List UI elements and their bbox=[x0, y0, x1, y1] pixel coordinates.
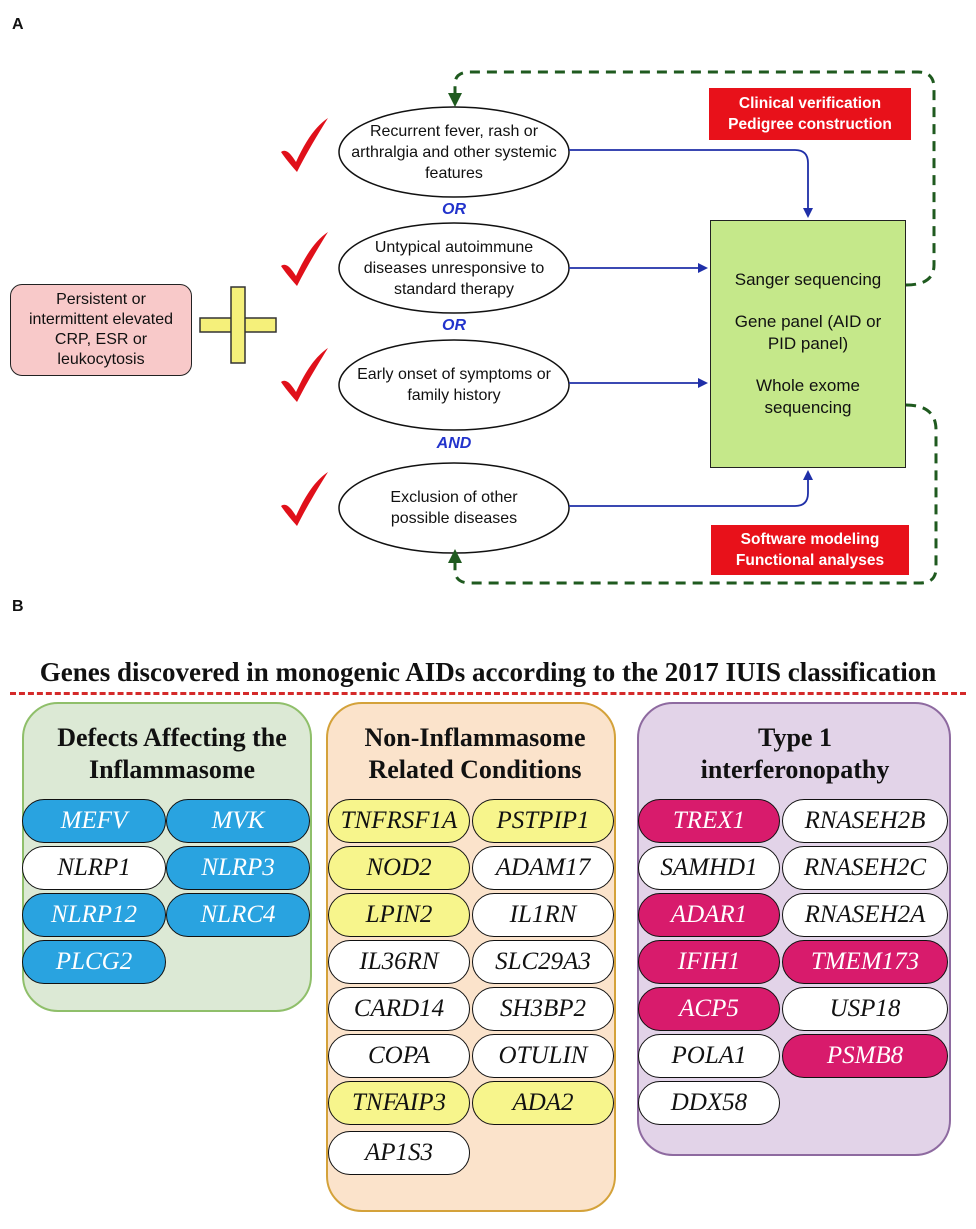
panel-b-label: B bbox=[12, 598, 24, 615]
category-title-non-inflammasome: Non-Inflammasome Related Conditions bbox=[364, 723, 586, 784]
verification-tag: Clinical verification Pedigree construct… bbox=[709, 88, 911, 140]
flowchart-graphics bbox=[199, 70, 938, 585]
criteria-text: Persistent or intermittent elevated CRP,… bbox=[28, 291, 174, 368]
category-title-interferonopathy: Type 1 interferonopathy bbox=[700, 723, 890, 784]
feature-text-2: Untypical autoimmune diseases unresponsi… bbox=[363, 238, 545, 298]
gene-panel-text: Gene panel (AID or PID panel) bbox=[734, 312, 882, 353]
gene-pill: ACP5 bbox=[638, 987, 780, 1031]
gene-pill: PSMB8 bbox=[782, 1034, 948, 1078]
gene-pill: COPA bbox=[328, 1034, 470, 1078]
gene-pill: NLRP3 bbox=[166, 846, 310, 890]
gene-pill: NLRC4 bbox=[166, 893, 310, 937]
gene-pill: SH3BP2 bbox=[472, 987, 614, 1031]
feedback-loop-bottom bbox=[448, 403, 938, 585]
verification-line-2: Pedigree construction bbox=[728, 116, 892, 133]
gene-pill: IL36RN bbox=[328, 940, 470, 984]
gene-pill: RNASEH2C bbox=[782, 846, 948, 890]
gene-pill: RNASEH2A bbox=[782, 893, 948, 937]
modeling-tag: Software modeling Functional analyses bbox=[711, 525, 909, 575]
verification-line-1: Clinical verification bbox=[738, 95, 882, 112]
arrow-1 bbox=[569, 149, 813, 218]
gene-pill: TNFRSF1A bbox=[328, 799, 470, 843]
criteria-box: Persistent or intermittent elevated CRP,… bbox=[10, 284, 192, 376]
gene-pill: LPIN2 bbox=[328, 893, 470, 937]
gene-pill: ADA2 bbox=[472, 1081, 614, 1125]
dashed-divider bbox=[10, 692, 966, 695]
gene-pill: NOD2 bbox=[328, 846, 470, 890]
panel-b-heading: Genes discovered in monogenic AIDs accor… bbox=[39, 657, 937, 687]
feedback-loop-top bbox=[448, 70, 936, 287]
gene-pill: USP18 bbox=[782, 987, 948, 1031]
sequencing-box: Sanger sequencing Gene panel (AID or PID… bbox=[710, 220, 906, 468]
gene-pill: SAMHD1 bbox=[638, 846, 780, 890]
gene-pill: DDX58 bbox=[638, 1081, 780, 1125]
gene-pill: TMEM173 bbox=[782, 940, 948, 984]
gene-pill: IL1RN bbox=[472, 893, 614, 937]
gene-pill: OTULIN bbox=[472, 1034, 614, 1078]
gene-pill: PSTPIP1 bbox=[472, 799, 614, 843]
feature-text-3: Early onset of symptoms or family histor… bbox=[357, 366, 551, 404]
gene-pill: NLRP1 bbox=[22, 846, 166, 890]
connector-and: AND bbox=[436, 435, 472, 452]
gene-pill: MEFV bbox=[22, 799, 166, 843]
check-icon bbox=[281, 118, 328, 172]
gene-pill: NLRP12 bbox=[22, 893, 166, 937]
connector-or-2: OR bbox=[442, 317, 466, 334]
gene-pill: POLA1 bbox=[638, 1034, 780, 1078]
plus-icon bbox=[199, 286, 277, 364]
gene-pill: IFIH1 bbox=[638, 940, 780, 984]
gene-pill: TNFAIP3 bbox=[328, 1081, 470, 1125]
whole-exome-text: Whole exome sequencing bbox=[756, 376, 860, 417]
check-icon bbox=[281, 472, 328, 526]
gene-pill: SLC29A3 bbox=[472, 940, 614, 984]
gene-pill: PLCG2 bbox=[22, 940, 166, 984]
feature-text-4: Exclusion of other possible diseases bbox=[390, 489, 518, 527]
gene-pill: RNASEH2B bbox=[782, 799, 948, 843]
gene-pill: ADAM17 bbox=[472, 846, 614, 890]
arrow-4 bbox=[569, 470, 813, 507]
gene-pill: AP1S3 bbox=[328, 1131, 470, 1175]
modeling-line-2: Functional analyses bbox=[735, 552, 885, 569]
sanger-sequencing-text: Sanger sequencing bbox=[734, 270, 882, 289]
connector-or-1: OR bbox=[442, 201, 466, 218]
modeling-line-1: Software modeling bbox=[740, 531, 880, 548]
feature-oval-3 bbox=[338, 339, 570, 431]
feature-oval-1 bbox=[338, 106, 570, 198]
category-title-inflammasome: Defects Affecting the Inflammasome bbox=[57, 723, 287, 784]
check-icon bbox=[281, 232, 328, 286]
check-icon bbox=[281, 348, 328, 402]
gene-pill: CARD14 bbox=[328, 987, 470, 1031]
feature-text-1: Recurrent fever, rash or arthralgia and … bbox=[351, 122, 557, 182]
gene-pill: ADAR1 bbox=[638, 893, 780, 937]
gene-pill: TREX1 bbox=[638, 799, 780, 843]
gene-pill: MVK bbox=[166, 799, 310, 843]
panel-a-label: A bbox=[12, 16, 24, 33]
